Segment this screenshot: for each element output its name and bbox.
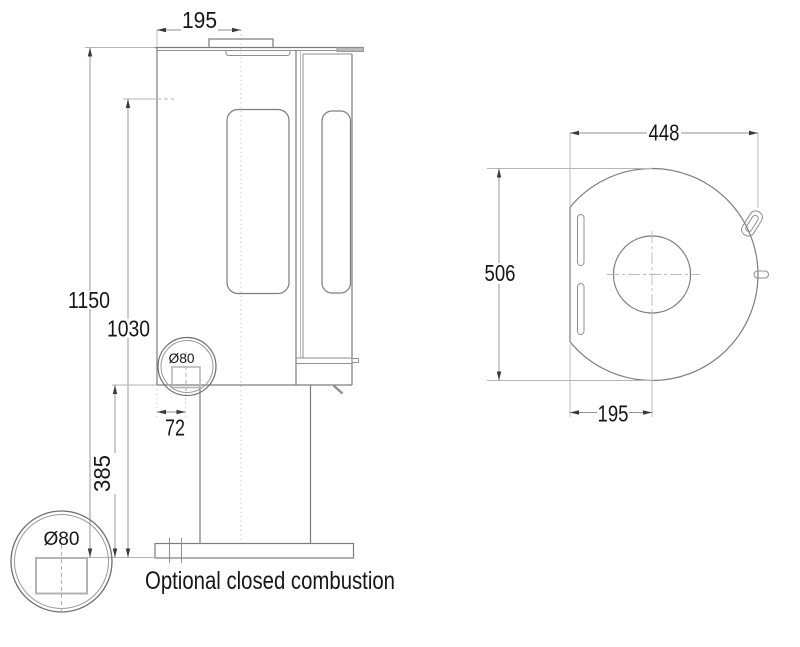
floor-outlet-detail: Ø80: [10, 510, 113, 613]
top-view-body-outline: [569, 167, 759, 382]
door-handle-top: [741, 210, 763, 237]
floor-outlet-opening: [35, 557, 88, 595]
rear-outlet-detail: Ø80: [157, 336, 217, 397]
front-view-dimensions: 195 1150 1030 385 72: [68, 7, 241, 558]
dim-overall-depth: 506: [485, 260, 516, 286]
side-glass-window: [321, 110, 352, 294]
dim-flue-offset-top: 195: [182, 7, 217, 33]
door-handle-front: [336, 47, 364, 52]
dim-total-height: 1150: [68, 287, 110, 313]
rear-foot: [332, 384, 344, 395]
flue-collar-lip: [225, 50, 291, 56]
flue-collar: [208, 38, 274, 48]
dim-flue-center-offset: 195: [598, 401, 629, 427]
base-plate: [154, 542, 355, 559]
dim-overall-width: 448: [649, 120, 680, 146]
dim-rear-outlet-offset: 72: [165, 415, 185, 441]
dim-rear-outlet-height: 1030: [107, 316, 150, 342]
floor-outlet-diameter-label: Ø80: [44, 529, 80, 550]
caption: Optional closed combustion: [145, 567, 395, 595]
front-view: Ø80: [154, 30, 364, 563]
side-knob: [753, 270, 769, 279]
rear-outlet-diameter-label: Ø80: [169, 351, 195, 366]
front-glass-window: [226, 108, 290, 295]
dim-base-height: 385: [89, 455, 115, 492]
top-view-dimensions: 448 506 195: [485, 120, 759, 427]
rear-vent-slot-1: [577, 214, 585, 266]
top-view: [569, 167, 769, 382]
latch-tab: [351, 358, 359, 363]
rear-vent-slot-2: [577, 283, 585, 335]
